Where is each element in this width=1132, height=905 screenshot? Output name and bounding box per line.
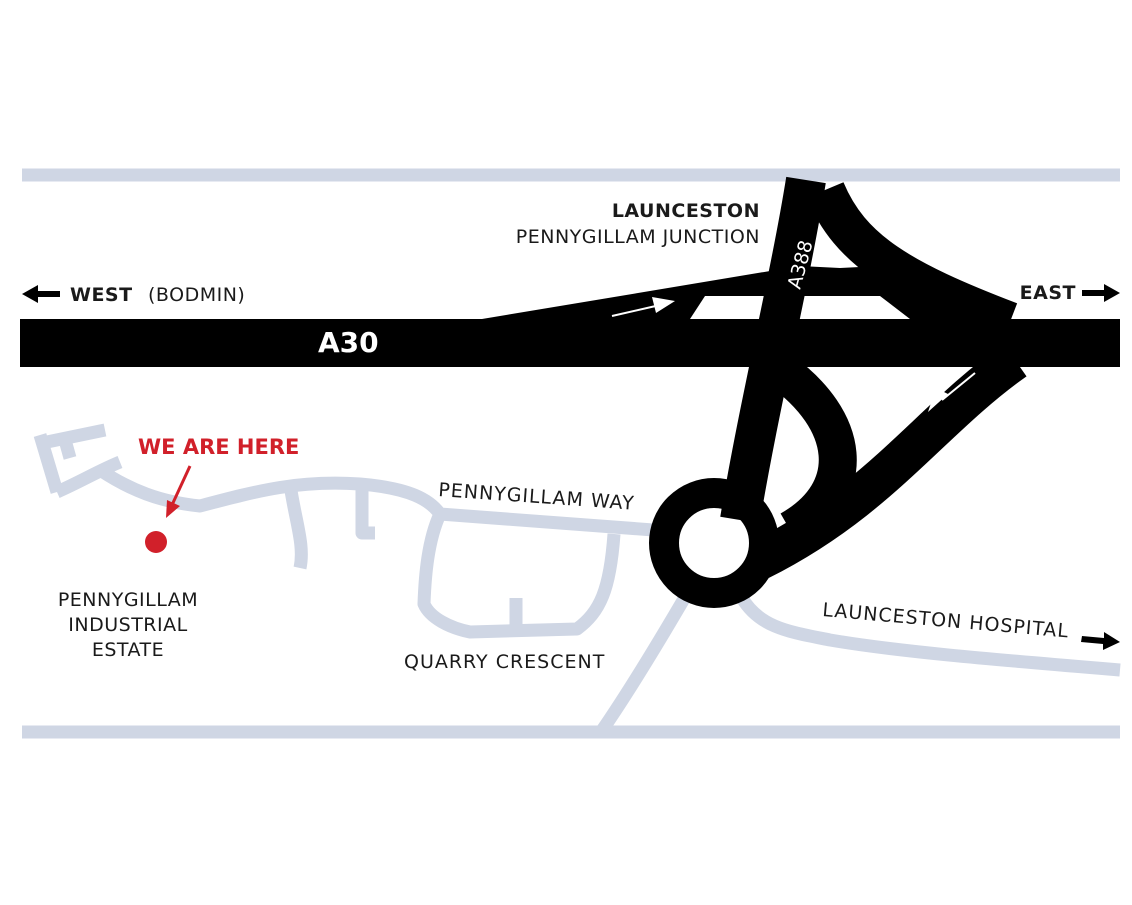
- pennygillam-way-road: [33, 433, 681, 539]
- we-are-here-label: WE ARE HERE: [138, 435, 299, 459]
- west-sub-label: (BODMIN): [148, 284, 245, 306]
- direction-arrow-icon: [818, 250, 830, 262]
- estate-label-line-2: INDUSTRIAL: [68, 614, 187, 636]
- estate-stub-road: [58, 438, 77, 460]
- roundabout: [649, 478, 779, 608]
- a388-east-link: [806, 181, 1018, 341]
- south-link-road: [595, 588, 694, 736]
- marker-pointer-line: [170, 465, 192, 506]
- estate-spur-road: [45, 423, 107, 449]
- arrow-right-icon: [1082, 284, 1120, 302]
- direction-arrow-icon: [941, 372, 976, 401]
- estate-label-line-3: ESTATE: [92, 639, 164, 661]
- arrow-left-icon: [22, 285, 60, 303]
- direction-arrow-icon: [652, 297, 675, 313]
- a30-road: [20, 319, 1120, 367]
- direction-arrow-icon: [611, 304, 661, 317]
- hospital-road: [736, 594, 1121, 677]
- road-arrows: [611, 250, 976, 412]
- roundabout-east-link: [751, 343, 1027, 578]
- west-label: WEST: [70, 284, 133, 306]
- minor-roads: [22, 168, 1121, 739]
- marker-pointer-arrow: [166, 500, 180, 518]
- junction-name: LAUNCESTON: [612, 200, 760, 222]
- a388-road: [720, 176, 826, 524]
- arrow-right-icon: [1081, 632, 1120, 650]
- estate-branch-road: [283, 483, 308, 570]
- location-marker-icon: [145, 531, 167, 553]
- direction-arrow-icon: [928, 388, 948, 412]
- quarry-crescent-label: QUARRY CRESCENT: [404, 651, 605, 673]
- east-label: EAST: [1020, 282, 1076, 304]
- quarry-crescent-road: [417, 511, 621, 639]
- estate-branch-road-2: [355, 485, 375, 540]
- a30-label: A30: [318, 326, 379, 359]
- estate-label-line-1: PENNYGILLAM: [58, 589, 198, 611]
- major-roads: [20, 176, 1120, 608]
- junction-subname: PENNYGILLAM JUNCTION: [516, 226, 760, 248]
